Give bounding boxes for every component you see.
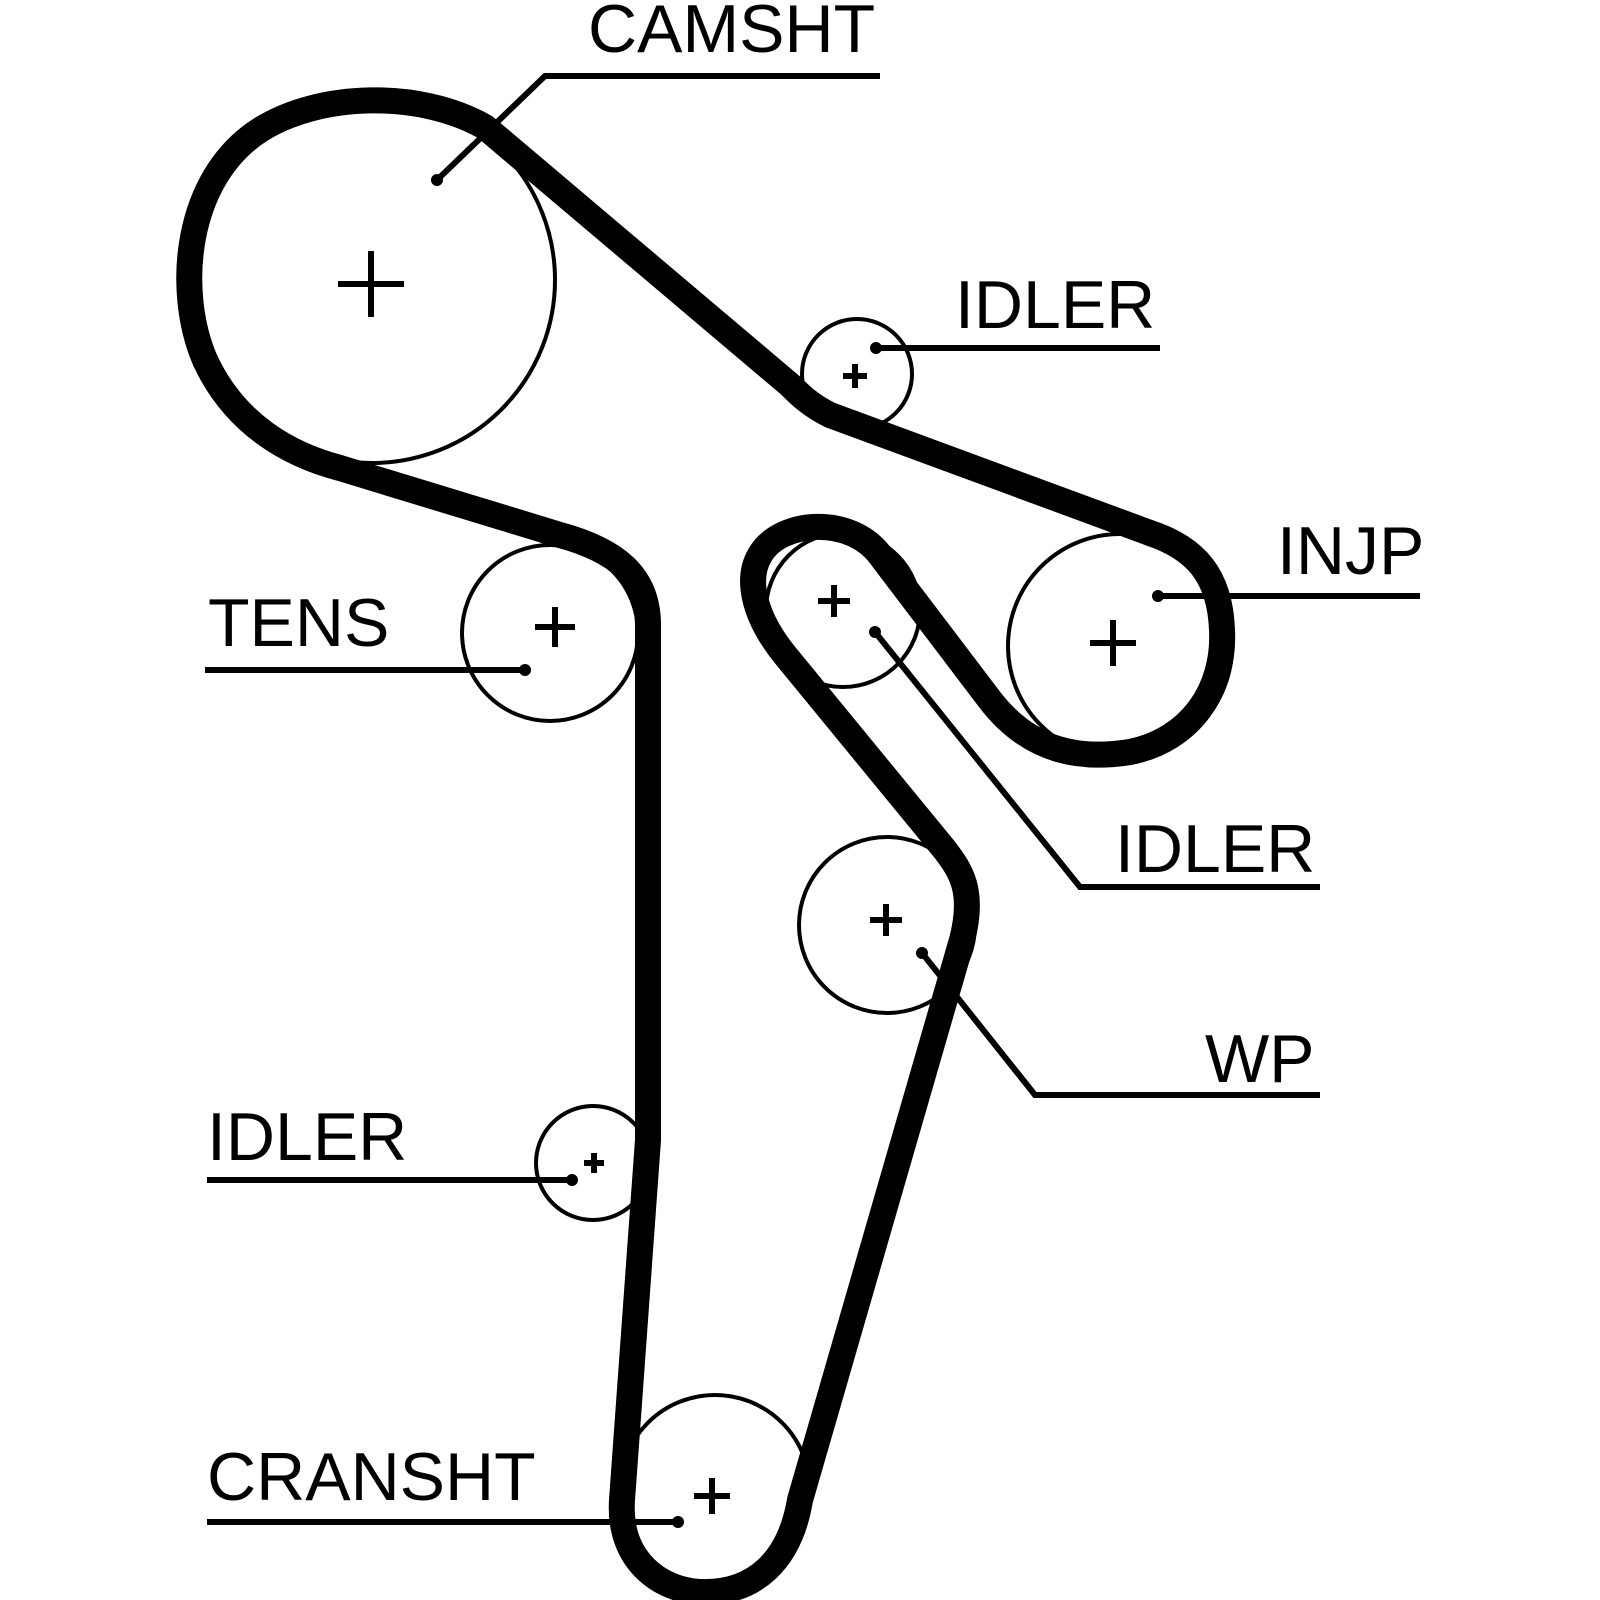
water-pump-center-icon <box>870 904 902 936</box>
upper-idler-leader <box>870 342 1160 354</box>
injection-pump-center-icon <box>1090 620 1136 666</box>
label-upper-idler: IDLER <box>955 267 1155 343</box>
crankshaft-leader <box>207 1516 684 1528</box>
camshaft-leader <box>431 73 880 186</box>
label-tensioner: TENS <box>208 585 389 661</box>
middle-idler-center-icon <box>818 585 850 617</box>
leader-lines <box>205 73 1420 1528</box>
tensioner-leader <box>205 664 531 676</box>
camshaft-center-icon <box>338 251 404 317</box>
label-water-pump: WP <box>1205 1021 1315 1097</box>
label-lower-idler: IDLER <box>207 1099 407 1175</box>
timing-belt <box>176 87 1236 1600</box>
labels: CAMSHT IDLER INJP TENS IDLER WP IDLER CR… <box>207 0 1424 1515</box>
tensioner-center-icon <box>535 607 575 647</box>
crankshaft-center-icon <box>694 1478 730 1514</box>
label-crankshaft: CRANSHT <box>207 1439 536 1515</box>
label-injection-pump: INJP <box>1277 513 1424 589</box>
upper-idler-center-icon <box>843 364 867 388</box>
center-marks <box>338 251 1136 1514</box>
injection-pump-leader <box>1152 590 1420 602</box>
lower-idler-leader <box>207 1174 578 1186</box>
water-pump-leader <box>916 947 1320 1098</box>
label-middle-idler: IDLER <box>1115 811 1315 887</box>
lower-idler-center-icon <box>584 1153 604 1173</box>
label-camshaft: CAMSHT <box>588 0 875 67</box>
middle-idler-leader <box>869 626 1320 890</box>
